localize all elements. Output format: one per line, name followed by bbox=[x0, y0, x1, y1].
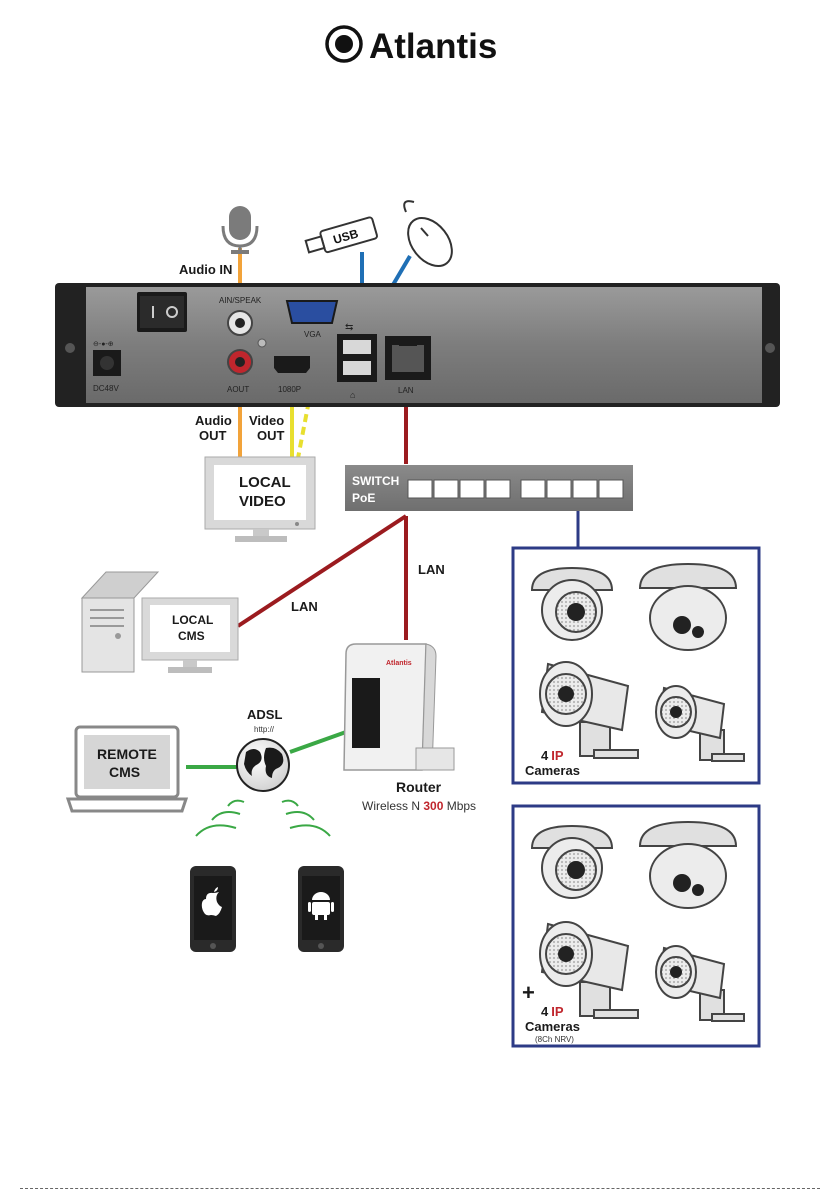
hdmi-label: 1080P bbox=[278, 385, 301, 394]
router-spec-post: Mbps bbox=[443, 799, 476, 813]
remote-cms-label-2: CMS bbox=[109, 764, 140, 780]
lan-label-cms: LAN bbox=[291, 599, 318, 614]
local-cms-pc: LOCAL CMS bbox=[82, 572, 238, 673]
internet-link-router bbox=[290, 732, 346, 752]
camera-note-2: (8Ch NRV) bbox=[535, 1035, 574, 1044]
mouse-icon bbox=[399, 201, 461, 274]
local-video-monitor: LOCAL VIDEO bbox=[205, 457, 315, 542]
router: Atlantis Router Wireless N 300 Mbps bbox=[344, 644, 476, 813]
dc-symbol: ⊖-●-⊕ bbox=[93, 341, 114, 348]
wifi-waves bbox=[196, 801, 330, 836]
local-video-label-1: LOCAL bbox=[239, 474, 291, 491]
camera-plus-2: + bbox=[522, 980, 535, 1005]
router-brand: Atlantis bbox=[386, 660, 412, 667]
audio-in-label: Audio IN bbox=[179, 262, 232, 277]
camera-count-1-ip: IP bbox=[551, 748, 564, 763]
local-cms-label-1: LOCAL bbox=[172, 613, 213, 627]
hdmi-port bbox=[274, 356, 310, 373]
aout-label: AOUT bbox=[227, 385, 249, 394]
usb-stick-icon: USB bbox=[304, 217, 377, 257]
microphone-icon bbox=[223, 206, 257, 254]
video-out-label-2: OUT bbox=[257, 428, 285, 443]
local-cms-label-2: CMS bbox=[178, 629, 205, 643]
camera-count-2-num: 4 bbox=[541, 1004, 549, 1019]
usb-symbol-icon: ⇆ bbox=[345, 322, 353, 333]
lan-port-label: LAN bbox=[398, 386, 414, 395]
http-label: http:// bbox=[254, 725, 275, 734]
dc-label: DC48V bbox=[93, 384, 119, 393]
audio-out-label-2: OUT bbox=[199, 428, 227, 443]
camera-word-2: Cameras bbox=[525, 1019, 580, 1034]
logo-text: Atlantis bbox=[369, 27, 497, 66]
audio-out-label-1: Audio bbox=[195, 413, 232, 428]
vga-port bbox=[287, 301, 337, 323]
nvr-recorder: ⊖-●-⊕ DC48V AIN/SPEAK AOUT VGA 1080P ⇆ ⌂… bbox=[55, 283, 780, 407]
remote-cms-label-1: REMOTE bbox=[97, 746, 157, 762]
router-spec-pre: Wireless N bbox=[362, 799, 423, 813]
android-phone bbox=[298, 866, 344, 952]
router-label: Router bbox=[396, 779, 442, 795]
lan-label-router: LAN bbox=[418, 562, 445, 577]
switch-label-1: SWITCH bbox=[352, 474, 399, 488]
vga-label: VGA bbox=[304, 330, 322, 339]
local-video-label-2: VIDEO bbox=[239, 493, 286, 510]
camera-word-1: Cameras bbox=[525, 763, 580, 778]
poe-switch: SWITCH PoE bbox=[345, 465, 633, 511]
router-spec: Wireless N 300 Mbps bbox=[362, 799, 476, 813]
ain-label: AIN/SPEAK bbox=[219, 296, 262, 305]
router-spec-num: 300 bbox=[423, 799, 443, 813]
camera-count-2-ip: IP bbox=[551, 1004, 564, 1019]
iphone bbox=[190, 866, 236, 952]
switch-label-2: PoE bbox=[352, 491, 375, 505]
internet-globe: ADSL http:// bbox=[237, 707, 289, 791]
atlantis-logo: Atlantis bbox=[327, 27, 497, 66]
mouse-port-icon: ⌂ bbox=[350, 390, 355, 400]
camera-count-1-num: 4 bbox=[541, 748, 549, 763]
remote-cms-laptop: REMOTE CMS bbox=[68, 727, 186, 811]
video-out-label-1: Video bbox=[249, 413, 284, 428]
adsl-label: ADSL bbox=[247, 707, 282, 722]
page-bottom-rule bbox=[20, 1188, 820, 1189]
